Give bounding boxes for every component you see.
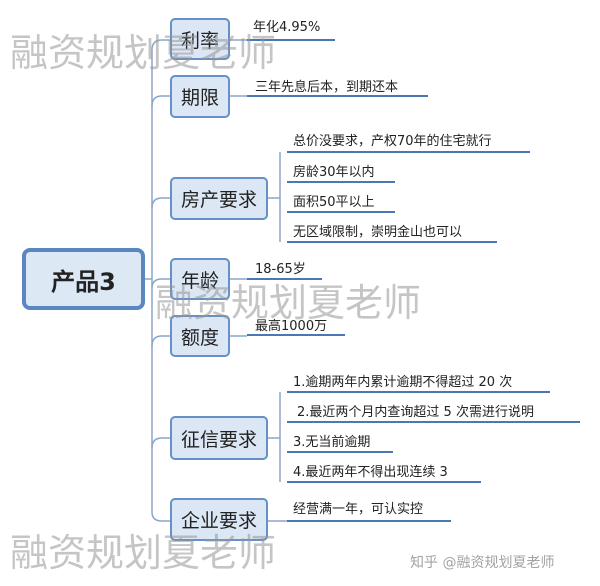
node-age[interactable]: 年龄 [170, 258, 230, 300]
leaf-credit-4: 4.最近两年不得出现连续 3 [293, 465, 448, 480]
node-rate[interactable]: 利率 [170, 18, 230, 60]
leaf-rate: 年化4.95% [253, 20, 321, 35]
leaf-credit-2: 2.最近两个月内查询超过 5 次需进行说明 [297, 405, 534, 420]
leaf-property-4: 无区域限制，崇明金山也可以 [293, 225, 463, 240]
underline [287, 391, 550, 393]
leaf-credit-3: 3.无当前逾期 [293, 435, 371, 450]
underline [287, 421, 580, 423]
underline [247, 278, 322, 280]
watermark-top: 融资规划夏老师 [10, 31, 277, 75]
leaf-age: 18-65岁 [255, 262, 306, 277]
leaf-property-3: 面积50平以上 [293, 195, 375, 210]
underline [287, 211, 395, 213]
leaf-property-2: 房龄30年以内 [293, 165, 375, 180]
node-amount[interactable]: 额度 [170, 315, 230, 357]
leaf-credit-1: 1.逾期两年内累计逾期不得超过 20 次 [293, 375, 513, 390]
root-node[interactable]: 产品3 [22, 248, 145, 310]
underline [247, 95, 428, 97]
leaf-property-1: 总价没要求，产权70年的住宅就行 [293, 134, 492, 149]
underline [287, 451, 393, 453]
node-term[interactable]: 期限 [170, 75, 230, 118]
underline [247, 39, 335, 41]
node-business[interactable]: 企业要求 [170, 498, 268, 541]
underline [287, 181, 395, 183]
underline [247, 334, 345, 336]
underline [287, 481, 481, 483]
node-property[interactable]: 房产要求 [170, 177, 268, 220]
underline [287, 151, 530, 153]
leaf-amount: 最高1000万 [255, 319, 328, 334]
underline [287, 241, 497, 243]
underline [287, 520, 451, 522]
watermark-bottom: 融资规划夏老师 [10, 531, 277, 575]
node-credit[interactable]: 征信要求 [170, 416, 268, 460]
leaf-term: 三年先息后本，到期还本 [255, 80, 399, 95]
leaf-business: 经营满一年，可认实控 [293, 502, 424, 517]
watermark-middle: 融资规划夏老师 [155, 281, 422, 325]
zhihu-credit: 知乎 @融资规划夏老师 [410, 555, 555, 571]
